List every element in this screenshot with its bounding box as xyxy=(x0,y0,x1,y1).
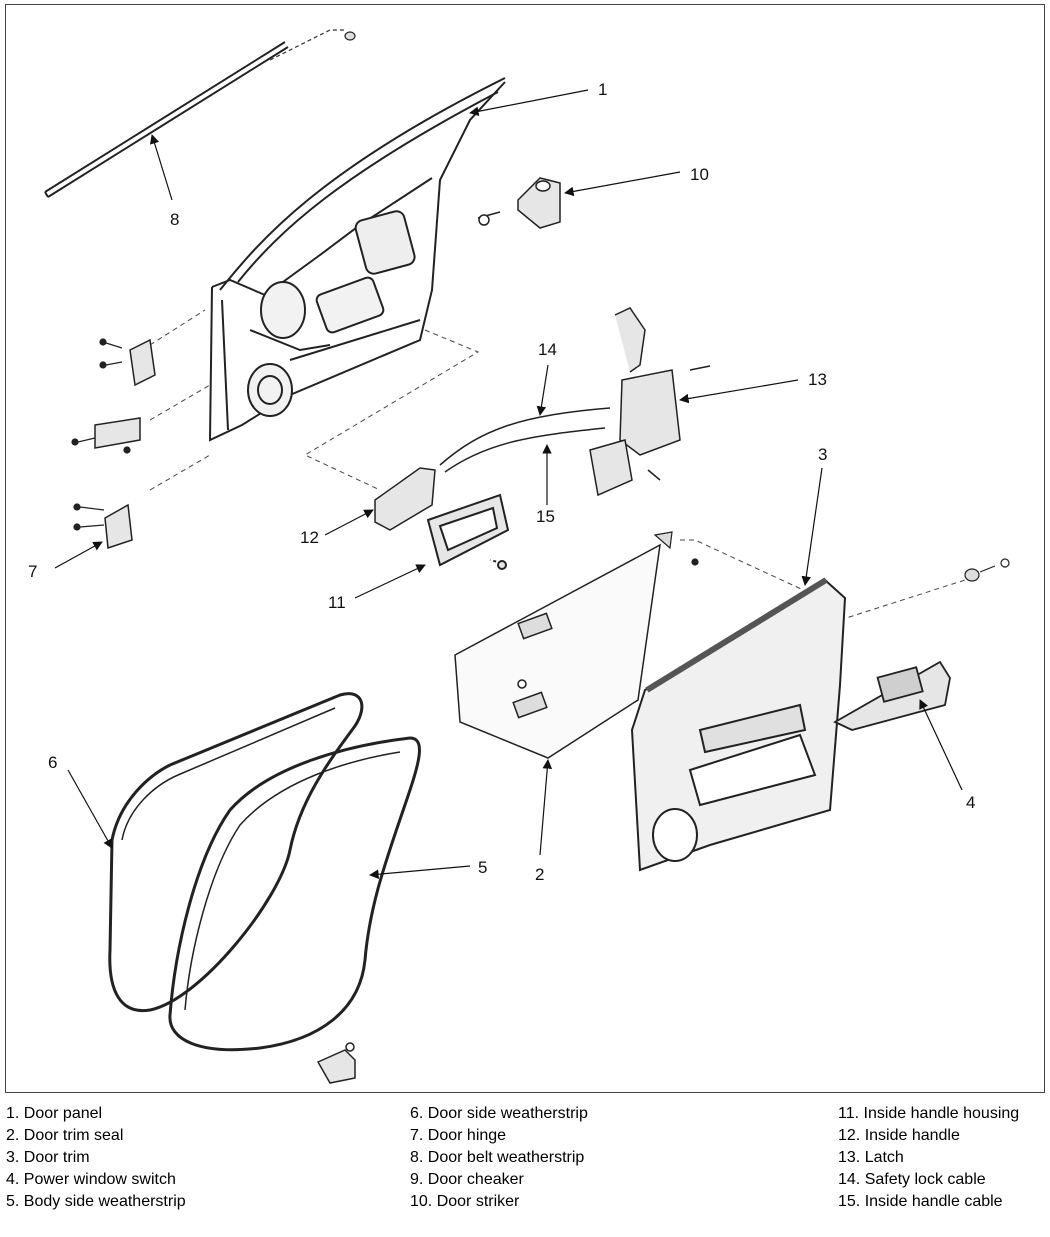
callout-6: 6 xyxy=(48,753,57,772)
legend-item: 7. Door hinge xyxy=(410,1127,507,1144)
legend-column-3: 11. Inside handle housing 12. Inside han… xyxy=(838,1103,1019,1213)
callout-4: 4 xyxy=(966,793,975,812)
diagram-frame xyxy=(5,4,1045,1093)
callout-15: 15 xyxy=(536,507,555,526)
power-window-switch xyxy=(833,660,951,731)
door-cheaker xyxy=(316,1042,356,1084)
door-hinge xyxy=(94,338,156,550)
legend-item: 8. Door belt weatherstrip xyxy=(410,1149,585,1166)
door-striker xyxy=(477,177,561,229)
callout-11: 11 xyxy=(328,593,346,612)
legend-item: 13. Latch xyxy=(838,1149,904,1166)
legend-item: 4. Power window switch xyxy=(6,1171,176,1188)
bolt-icons xyxy=(71,338,131,531)
legend-column-1: 1. Door panel 2. Door trim seal 3. Door … xyxy=(6,1103,186,1213)
clip-icon xyxy=(344,31,356,41)
legend-item: 3. Door trim xyxy=(6,1149,90,1166)
callout-leaders xyxy=(54,89,963,880)
legend-item: 12. Inside handle xyxy=(838,1127,960,1144)
callout-1: 1 xyxy=(598,80,607,99)
callout-5: 5 xyxy=(478,858,487,877)
legend-column-2: 6. Door side weatherstrip 7. Door hinge … xyxy=(410,1103,588,1213)
callout-2: 2 xyxy=(535,865,544,884)
body-side-weatherstrip xyxy=(168,736,421,1052)
cables xyxy=(439,407,611,473)
legend-item: 6. Door side weatherstrip xyxy=(410,1105,588,1122)
dashed-leader xyxy=(149,309,966,621)
callout-8: 8 xyxy=(170,210,179,229)
inside-handle-housing xyxy=(426,493,510,570)
legend-item: 10. Door striker xyxy=(410,1193,520,1210)
door-belt-weatherstrip xyxy=(44,41,289,198)
exploded-door-diagram: 1 2 3 4 5 6 7 8 10 11 12 13 14 15 xyxy=(28,29,1010,1084)
legend-item: 5. Body side weatherstrip xyxy=(6,1193,186,1210)
callout-3: 3 xyxy=(818,445,827,464)
legend-item: 15. Inside handle cable xyxy=(838,1193,1003,1210)
legend-item: 1. Door panel xyxy=(6,1105,103,1122)
door-side-weatherstrip xyxy=(108,692,364,1013)
callout-12: 12 xyxy=(300,528,319,547)
callout-7: 7 xyxy=(28,562,37,581)
clip-detail xyxy=(269,29,345,61)
legend-item: 9. Door cheaker xyxy=(410,1171,524,1188)
trim-cap-icon xyxy=(653,531,1010,582)
door-trim-seal xyxy=(454,543,661,759)
latch xyxy=(589,307,711,497)
callout-13: 13 xyxy=(808,370,827,389)
callout-10: 10 xyxy=(690,165,709,184)
legend-item: 2. Door trim seal xyxy=(6,1127,124,1144)
door-trim xyxy=(630,577,847,872)
legend-item: 11. Inside handle housing xyxy=(838,1105,1020,1122)
inside-handle xyxy=(374,467,436,531)
callout-14: 14 xyxy=(538,340,557,359)
door-panel xyxy=(208,77,506,442)
legend-item: 14. Safety lock cable xyxy=(838,1171,986,1188)
